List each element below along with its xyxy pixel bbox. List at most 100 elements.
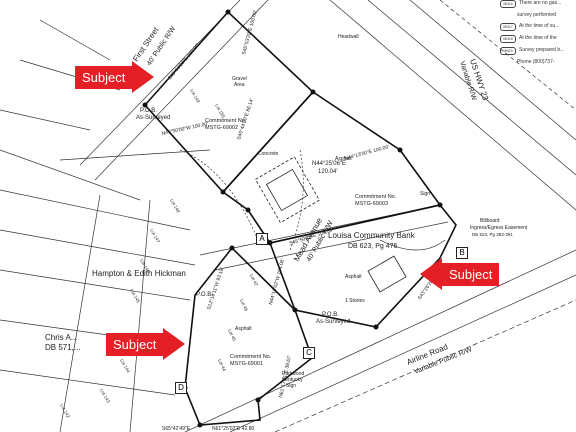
commitment-label: Commitment No. (205, 118, 247, 124)
marker-a: A (256, 233, 268, 245)
pob-label: P.O.B. (196, 292, 213, 298)
monument-point (245, 207, 251, 213)
louisa-bank-label: Louisa Community Bank (328, 231, 416, 240)
monument-point (225, 9, 231, 15)
bearing-label: N44°25'06"E (312, 161, 346, 167)
first-street-row-line (94, 0, 269, 181)
kentucky-label: Kentucky (282, 377, 303, 383)
note-symbol-icon: MN17 (500, 22, 516, 31)
bearing-label: N45°50'00"W 100.00' (161, 121, 209, 137)
mead-avenue-line (214, 221, 449, 271)
lot-label: Lot 148 (169, 198, 181, 214)
louisa-db-label: DB 623, Pg 476 (348, 243, 398, 250)
monument-point (142, 102, 148, 108)
commitment-number: MSTG-69001 (230, 361, 263, 367)
concrete-label: Concrete (258, 151, 279, 157)
subject-arrow-icon (132, 61, 155, 93)
lot-label: Lot 143 (99, 388, 111, 404)
lot-label: Lot 46 (239, 298, 249, 312)
monument-point (197, 422, 203, 428)
hampton-label: Hampton & Edith Hickman (92, 269, 186, 278)
note-symbol-icon: MN19 (500, 46, 516, 55)
lot-line (0, 269, 191, 301)
lot-label: Lot 47 (249, 273, 259, 287)
subject-label: Subject (442, 262, 500, 286)
lot-line (39, 19, 111, 61)
chris-label: Chris A... (45, 333, 77, 342)
subject-arrow-icon (420, 258, 442, 290)
bearing-label: S45°53'29"E 100.00' (241, 10, 259, 56)
us-hwy-row-line (329, 0, 576, 211)
airline-road-line (274, 299, 576, 432)
monument-point (373, 324, 379, 330)
lot-label: Lot 145 (129, 288, 141, 304)
lot-line (0, 109, 91, 131)
monument-point (310, 89, 316, 95)
parcel-middle-boundary (221, 90, 442, 244)
note-item: Phone (800)737- (500, 59, 576, 66)
airline-road-line (184, 249, 576, 432)
lot-label: Lot 144 (119, 358, 131, 374)
pob-sub-label: As-Surveyed (136, 115, 170, 121)
lot-line (0, 369, 176, 396)
bearing-distance: 120.04' (318, 169, 338, 175)
subject-callout-south: Subject (106, 328, 186, 360)
us-hwy-edge-line (409, 0, 576, 141)
lot-line (59, 149, 211, 161)
subject-label: Subject (106, 332, 164, 356)
building-footprint (265, 168, 309, 212)
note-text: survey performed (517, 12, 556, 18)
monument-point (229, 245, 235, 251)
commitment-label: Commitment No. (230, 354, 272, 360)
marker-d: D (175, 382, 187, 394)
airline-road-line (229, 274, 576, 432)
monument-point (267, 240, 273, 246)
lot-line (129, 199, 151, 432)
bearing-label: S65°42'49"E (162, 426, 191, 432)
note-text: Phone (800)737- (517, 58, 555, 65)
gravel-label: Gravel (232, 76, 247, 82)
note-symbol-icon: MN18 (500, 34, 516, 43)
lot-label: Lot 149 (189, 88, 201, 104)
lot-label: Lot 44 (217, 358, 227, 372)
sign-label: Sign (286, 383, 296, 389)
parcel-south-boundary (184, 246, 313, 426)
headwall-label: Headwall (338, 34, 359, 40)
pob-sub-label: As-Surveyed (316, 319, 350, 325)
monument-point (397, 147, 403, 153)
marker-b: B (456, 247, 468, 259)
drive-curve (379, 239, 446, 251)
us-hwy-edge-line (439, 0, 576, 111)
pob-label: P.O.B. (322, 312, 339, 318)
monument-point (292, 307, 298, 313)
note-text: At the time of su... (519, 22, 560, 29)
note-text: Survey prepared b... (519, 46, 565, 53)
pob-label: P.O.B. (140, 108, 157, 114)
lot-label: Lot 45 (227, 328, 237, 342)
lot-line (0, 189, 191, 231)
asphalt-label: Asphalt (235, 326, 252, 332)
parkwood-label: Parkwood (282, 371, 304, 377)
easement-label: Ingress/Egress Easement (470, 225, 528, 231)
asphalt-label: Asphalt (345, 274, 362, 280)
lot-line (0, 229, 196, 266)
monument-point (437, 202, 443, 208)
stories-label: 1 Stories (345, 298, 365, 304)
note-item: survey performed (500, 12, 576, 19)
note-text: At the time of the (519, 34, 557, 41)
chris-db-label: DB 571,... (45, 343, 81, 352)
asphalt-label: Asphalt (335, 156, 352, 162)
lot-label: Lot 150 (214, 103, 226, 119)
bearing-label: N61°25'02"E 42.80 (212, 426, 254, 432)
note-text: There are no gas... (519, 0, 562, 6)
lot-line (59, 194, 101, 432)
sign-label: Sign (420, 191, 430, 197)
bearing-label: S12°14'11"W 93.18' (206, 267, 225, 311)
